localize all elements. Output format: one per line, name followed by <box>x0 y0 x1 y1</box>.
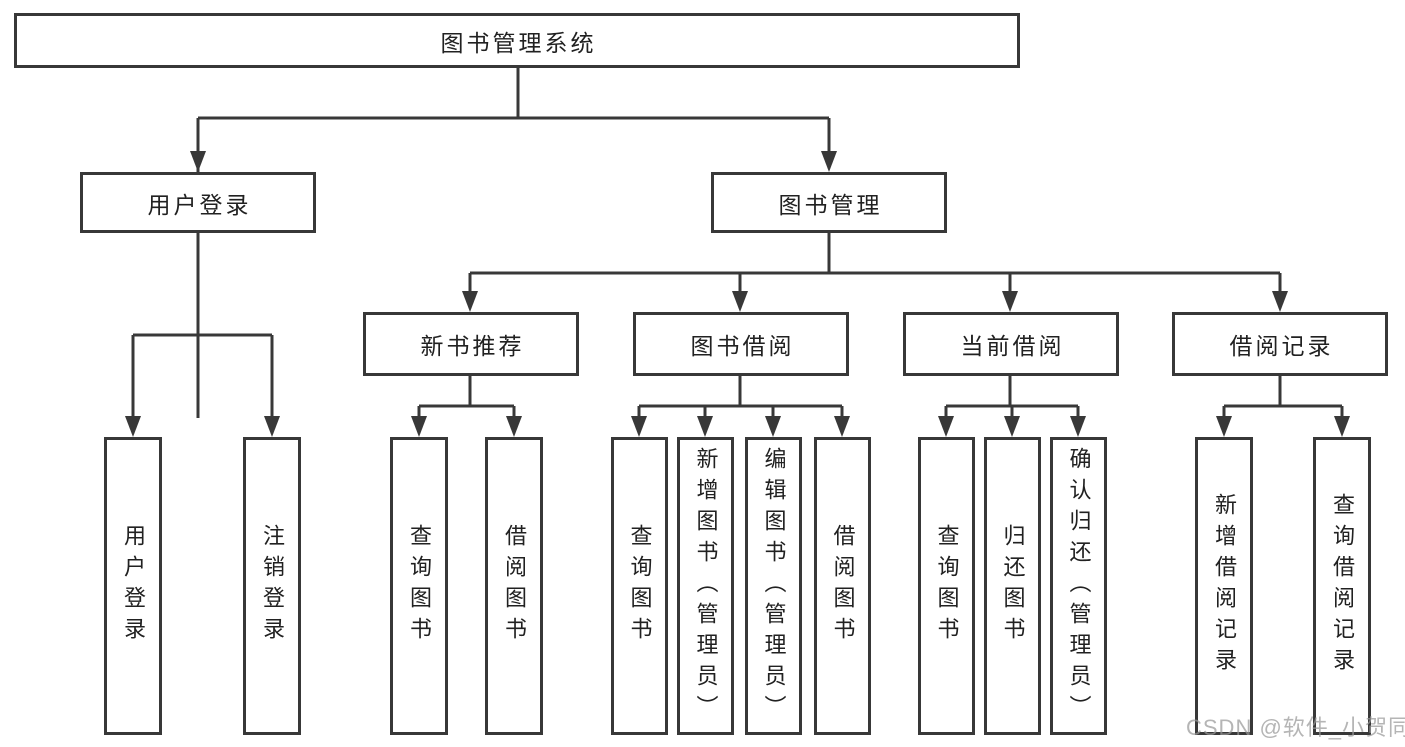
leaf-return-book: 归还图书 <box>984 437 1041 735</box>
arrowhead <box>821 151 837 172</box>
node-book-management: 图书管理 <box>711 172 947 233</box>
arrowhead <box>462 291 478 312</box>
leaf-borrow-books-recommendation: 借阅图书 <box>485 437 543 735</box>
connector-new-book-to-leaves <box>411 376 522 437</box>
node-label: 图书管理 <box>778 191 883 218</box>
csdn-watermark: CSDN @软件_小贺同学 <box>1186 715 1405 740</box>
node-label: 借阅图书 <box>830 524 856 648</box>
node-label: 用户登录 <box>121 524 146 648</box>
node-label: 查询图书 <box>407 524 432 648</box>
leaf-query-books-borrowing: 查询图书 <box>611 437 668 735</box>
node-label: 编辑图书（管理员） <box>761 446 787 726</box>
connector-borrowing-records-to-leaves <box>1216 376 1350 437</box>
arrowhead <box>506 416 522 437</box>
leaf-confirm-return-admin: 确认归还（管理员） <box>1050 437 1107 735</box>
leaf-query-borrow-record: 查询借阅记录 <box>1313 437 1371 735</box>
node-label: 查询借阅记录 <box>1330 493 1355 679</box>
node-user-login: 用户登录 <box>80 172 316 233</box>
node-label: 新增图书（管理员） <box>693 446 719 726</box>
arrowhead <box>1002 291 1018 312</box>
node-label: 图书借阅 <box>690 333 795 359</box>
connector-book-management-to-level3 <box>462 233 1288 312</box>
node-label: 图书管理系统 <box>440 29 597 56</box>
node-new-book-recommendation: 新书推荐 <box>363 312 579 376</box>
arrowhead <box>264 416 280 437</box>
node-label: 确认归还（管理员） <box>1066 446 1092 726</box>
node-current-borrowing: 当前借阅 <box>903 312 1119 376</box>
node-borrowing-records: 借阅记录 <box>1172 312 1388 376</box>
node-label: 用户登录 <box>147 191 252 218</box>
leaf-user-login: 用户登录 <box>104 437 162 735</box>
node-label: 新增借阅记录 <box>1212 493 1237 679</box>
connector-user-login-to-leaves <box>125 233 280 437</box>
arrowhead <box>1272 291 1288 312</box>
arrowhead <box>732 291 748 312</box>
leaf-edit-book-admin: 编辑图书（管理员） <box>745 437 802 735</box>
node-library-management-system: 图书管理系统 <box>14 13 1020 68</box>
connector-book-borrowing-to-leaves <box>631 376 850 437</box>
leaf-query-books-current: 查询图书 <box>918 437 975 735</box>
node-label: 查询图书 <box>934 524 960 648</box>
node-label: 查询图书 <box>627 524 653 648</box>
arrowhead <box>1216 416 1232 437</box>
leaf-query-books-recommendation: 查询图书 <box>390 437 448 735</box>
arrowhead <box>765 416 781 437</box>
leaf-borrow-books-borrowing: 借阅图书 <box>814 437 871 735</box>
node-label: 借阅记录 <box>1229 333 1334 359</box>
node-label: 新书推荐 <box>420 333 525 359</box>
arrowhead <box>1070 416 1086 437</box>
arrowhead <box>190 151 206 172</box>
arrowhead <box>938 416 954 437</box>
arrowhead <box>1004 416 1020 437</box>
arrowhead <box>834 416 850 437</box>
arrowhead <box>411 416 427 437</box>
node-book-borrowing: 图书借阅 <box>633 312 849 376</box>
arrowhead <box>631 416 647 437</box>
node-label: 归还图书 <box>1000 524 1026 648</box>
node-label: 注销登录 <box>260 524 285 648</box>
connector-current-borrowing-to-leaves <box>938 376 1086 437</box>
node-label: 当前借阅 <box>960 333 1065 359</box>
arrowhead <box>1334 416 1350 437</box>
leaf-logout: 注销登录 <box>243 437 301 735</box>
leaf-add-book-admin: 新增图书（管理员） <box>677 437 734 735</box>
leaf-add-borrow-record: 新增借阅记录 <box>1195 437 1253 735</box>
node-label: 借阅图书 <box>502 524 527 648</box>
arrowhead <box>125 416 141 437</box>
arrowhead <box>697 416 713 437</box>
